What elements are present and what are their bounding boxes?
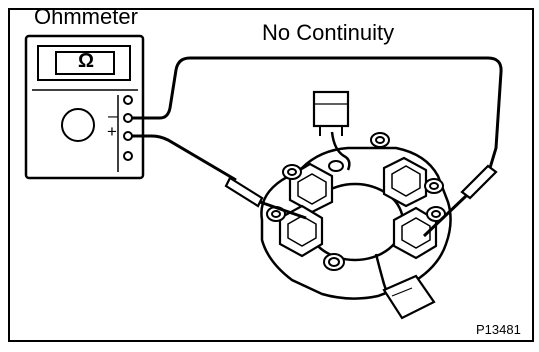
brush-holder-lower-left [278,204,324,258]
negative-probe [422,164,498,238]
terminal-positive [123,131,133,141]
negative-test-lead-wire [132,56,503,169]
brush-holder-upper-right [382,156,428,208]
negative-sign-label: – [108,106,118,125]
terminal-negative [123,113,133,123]
spring-rivet-set [266,132,446,271]
positive-test-lead-wire [132,134,237,182]
brush-lead-lower [374,253,390,297]
brush-bottom [382,274,436,320]
ohmmeter-dial-knob [61,108,95,142]
ohmmeter [24,34,145,180]
ohmmeter-label: Ohmmeter [34,4,138,29]
figure-code: P13481 [476,322,521,337]
ohmmeter-display-window [55,51,115,75]
brush-top [312,90,350,136]
terminal-spare-top [123,95,133,105]
brush-holder-lower-right [392,206,438,260]
ohm-symbol: Ω [78,50,95,72]
positive-probe [224,176,307,220]
brush-holder-assembly [260,131,452,300]
continuity-result-label: No Continuity [262,20,395,45]
positive-sign-label: + [107,122,117,141]
brush-lead-upper [330,131,351,171]
terminal-spare-bottom [123,151,133,161]
